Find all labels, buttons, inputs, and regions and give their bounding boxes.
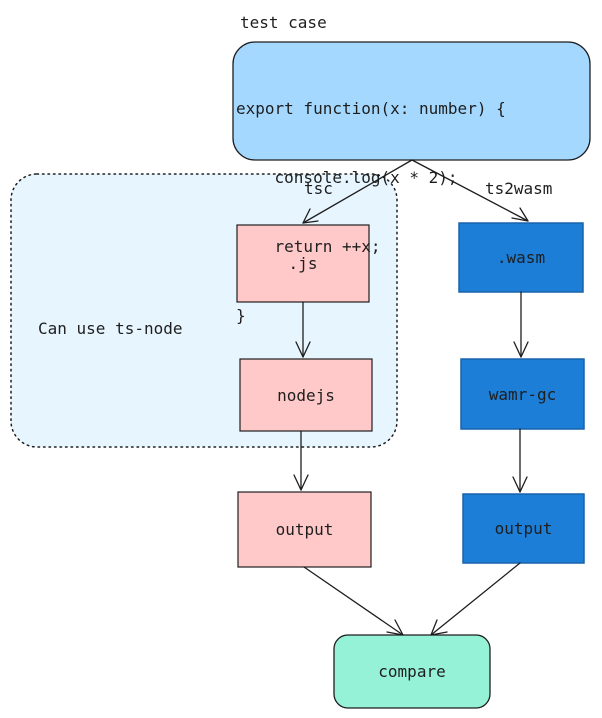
js-box-shape	[236, 224, 370, 303]
nodejs-box-shape	[239, 358, 373, 432]
ts2wasm-edge-label: ts2wasm	[485, 179, 553, 198]
compare-box-shape	[333, 634, 491, 709]
arrow-wasm-to-wamr	[513, 291, 529, 358]
tsc-edge-label: tsc	[304, 179, 333, 198]
code-line: console.log(x * 2);	[236, 168, 458, 187]
compare-node: compare	[378, 662, 446, 681]
arrow-to-wasm	[411, 159, 529, 222]
arrow-wamr-to-output	[512, 428, 528, 493]
js-node: .js	[288, 254, 318, 273]
code-line: }	[236, 306, 246, 325]
left-output-box-shape	[237, 491, 372, 568]
arrow-right-output-to-compare	[430, 562, 521, 636]
code-line: return ++x;	[236, 237, 381, 256]
arrow-to-js	[302, 159, 413, 224]
right-output-box-shape	[462, 493, 585, 564]
code-line: export function(x: number) {	[236, 99, 506, 118]
arrow-js-to-nodejs	[295, 301, 311, 358]
arrow-nodejs-to-output	[293, 430, 309, 491]
wasm-node: .wasm	[496, 248, 546, 267]
right-output-node: output	[494, 519, 553, 538]
diagram-title: test case	[240, 13, 327, 32]
wamr-gc-node: wamr-gc	[488, 384, 557, 404]
arrow-left-output-to-compare	[303, 566, 404, 636]
left-output-node: output	[275, 520, 334, 539]
test-case-code: export function(x: number) { console.log…	[236, 51, 506, 350]
region-label: Can use ts-node	[38, 319, 183, 338]
wamr-gc-box-shape	[460, 358, 585, 430]
nodejs-node: nodejs	[277, 385, 335, 405]
